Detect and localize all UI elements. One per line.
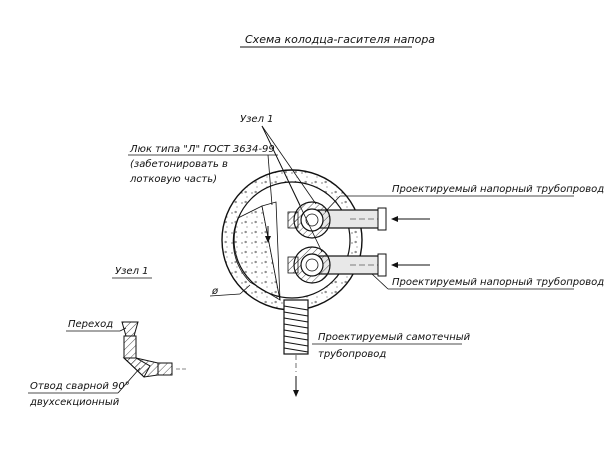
leader-hatch [267,154,273,206]
elbow-detail [121,321,186,378]
label-elbow-line1: Отвод сварной 90° [30,381,130,392]
node-elbow-bottom [293,246,331,284]
stub-pipe-bottom [287,256,299,274]
label-pressure-pipe-bottom: Проектируемый напорный трубопровод [392,276,604,288]
leader-diameter [209,293,241,297]
label-pressure-pipe-top: Проектируемый напорный трубопровод [392,183,604,195]
label-hatch-line3: лотковую часть) [129,174,217,185]
gravity-pipe [283,299,309,355]
leader-node-top-3 [261,125,323,253]
pressure-pipe-top-end [377,207,387,231]
label-hatch-line1: Люк типа "Л" ГОСТ 3634-99 [129,144,275,155]
leader-transition [119,327,127,332]
label-elbow-line2: двухсекционный [29,397,120,408]
leader-diameter-diag [239,284,251,295]
hatch-wedge [261,201,281,301]
leader-pipe-top-diag [324,195,341,213]
node-elbow-top [293,201,331,239]
diagram-title: Схема колодца-гасителя напора [245,33,435,46]
label-gravity-line2: трубопровод [318,348,386,360]
label-hatch-line2: (забетонировать в [130,158,228,170]
leader-pipe-bottom-diag [371,273,389,290]
label-gravity-line1: Проектируемый самотечный [318,332,471,343]
leader-node-top-2 [261,125,317,205]
pressure-pipe-bottom-end [377,253,387,277]
label-transition: Переход [68,319,113,330]
stub-pipe-top [287,211,299,229]
label-node-top: Узел 1 [240,114,274,125]
label-node-detail: Узел 1 [115,266,149,277]
leader-elbow [117,367,141,394]
label-diameter: ø [211,286,219,297]
concrete-tray [232,205,281,301]
